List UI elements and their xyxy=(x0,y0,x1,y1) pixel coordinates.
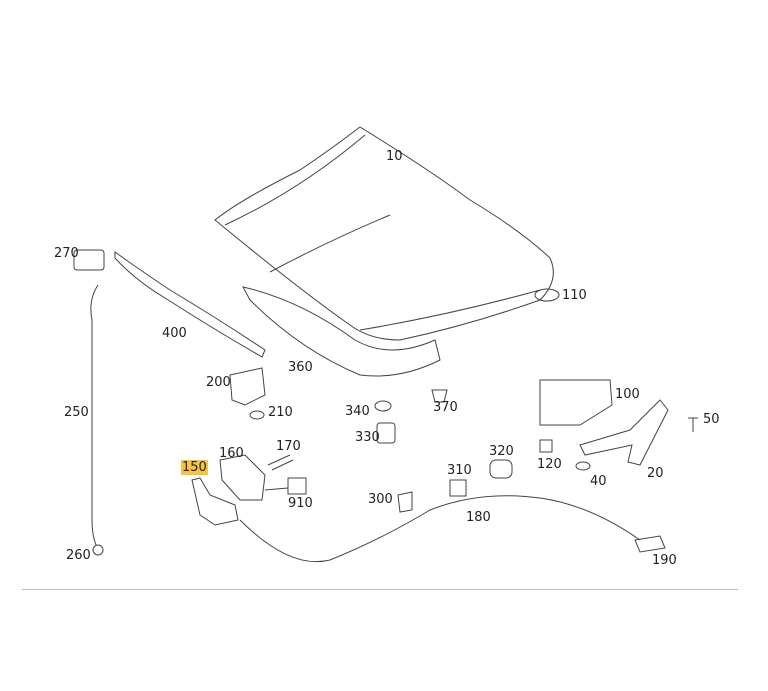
part-label-910[interactable]: 910 xyxy=(288,496,313,511)
part-170-bolt xyxy=(267,454,294,471)
part-100-cover xyxy=(539,379,613,426)
part-label-50[interactable]: 50 xyxy=(703,412,720,427)
part-label-250[interactable]: 250 xyxy=(64,405,89,420)
part-label-370[interactable]: 370 xyxy=(433,400,458,415)
part-label-180[interactable]: 180 xyxy=(466,510,491,525)
part-150-lock xyxy=(191,477,239,526)
part-label-20[interactable]: 20 xyxy=(647,466,664,481)
part-210-clip xyxy=(249,410,265,420)
part-label-270[interactable]: 270 xyxy=(54,246,79,261)
part-label-320[interactable]: 320 xyxy=(489,444,514,459)
part-120-nut xyxy=(539,439,553,453)
part-320-clamp xyxy=(489,459,513,479)
part-200-bracket xyxy=(229,367,266,406)
part-300-connector xyxy=(397,491,413,513)
part-label-120[interactable]: 120 xyxy=(537,457,562,472)
divider xyxy=(22,589,738,590)
part-340-buffer xyxy=(374,400,392,412)
part-370-clip xyxy=(431,389,448,403)
part-190-handle xyxy=(634,535,666,553)
part-label-150-highlighted[interactable]: 150 xyxy=(181,460,208,475)
part-20-hinge xyxy=(579,399,669,466)
part-180-cable xyxy=(239,495,641,563)
part-330-switch xyxy=(376,422,396,444)
part-label-400[interactable]: 400 xyxy=(162,326,187,341)
part-label-160[interactable]: 160 xyxy=(219,446,244,461)
part-label-10[interactable]: 10 xyxy=(386,149,403,164)
part-label-100[interactable]: 100 xyxy=(615,387,640,402)
part-260-clip xyxy=(92,544,104,556)
part-110-grommet xyxy=(534,288,560,302)
part-50-bolt xyxy=(688,417,698,432)
part-label-110[interactable]: 110 xyxy=(562,288,587,303)
part-400-seal xyxy=(114,251,266,358)
part-label-210[interactable]: 210 xyxy=(268,405,293,420)
part-label-310[interactable]: 310 xyxy=(447,463,472,478)
part-910-connector xyxy=(264,477,307,495)
part-label-200[interactable]: 200 xyxy=(206,375,231,390)
part-250-rod xyxy=(90,284,99,546)
part-label-170[interactable]: 170 xyxy=(276,439,301,454)
part-40-washer xyxy=(575,461,591,471)
part-label-40[interactable]: 40 xyxy=(590,474,607,489)
part-310-clip xyxy=(449,479,467,497)
part-label-260[interactable]: 260 xyxy=(66,548,91,563)
part-label-340[interactable]: 340 xyxy=(345,404,370,419)
part-10-hood xyxy=(214,126,554,341)
part-label-360[interactable]: 360 xyxy=(288,360,313,375)
part-label-300[interactable]: 300 xyxy=(368,492,393,507)
part-360-insulation xyxy=(242,286,441,377)
part-270-bracket xyxy=(73,249,105,271)
part-160-lock-housing xyxy=(219,454,266,501)
part-label-330[interactable]: 330 xyxy=(355,430,380,445)
part-label-190[interactable]: 190 xyxy=(652,553,677,568)
